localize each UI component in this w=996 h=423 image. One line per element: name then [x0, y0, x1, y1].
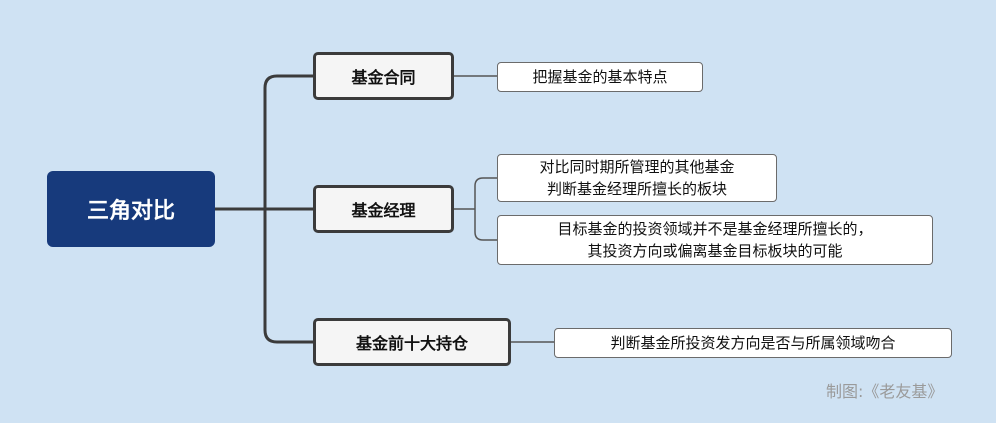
leaf-text: 判断基金所投资发方向是否与所属领域吻合	[610, 334, 896, 352]
leaf-text-line-1: 目标基金的投资领域并不是基金经理所擅长的，	[557, 220, 873, 238]
root-label: 三角对比	[86, 199, 175, 224]
branch-label: 基金前十大持仓	[355, 334, 468, 353]
branch-fund-contract[interactable]: 基金合同	[313, 52, 454, 100]
leaf-text: 把握基金的基本特点	[532, 68, 668, 86]
branch-top-ten-holdings[interactable]: 基金前十大持仓	[313, 318, 511, 366]
leaf-text-line-2: 判断基金经理所擅长的板块	[546, 180, 727, 198]
root-node[interactable]: 三角对比	[47, 171, 215, 247]
leaf-text-line-1: 对比同时期所管理的其他基金	[539, 158, 735, 176]
leaf-fund-features[interactable]: 把握基金的基本特点	[497, 62, 703, 92]
leaf-text-line-2: 其投资方向或偏离基金目标板块的可能	[587, 242, 843, 260]
watermark-credit: 制图:《老友基》	[826, 382, 944, 401]
connector-branch2-leaves	[454, 177, 497, 241]
branch-fund-manager[interactable]: 基金经理	[313, 185, 454, 233]
leaf-manager-compare[interactable]: 对比同时期所管理的其他基金 判断基金经理所擅长的板块	[497, 154, 777, 202]
leaf-holdings-direction[interactable]: 判断基金所投资发方向是否与所属领域吻合	[554, 328, 952, 358]
branch-label: 基金经理	[351, 201, 416, 220]
leaf-manager-deviation[interactable]: 目标基金的投资领域并不是基金经理所擅长的， 其投资方向或偏离基金目标板块的可能	[497, 215, 933, 265]
branch-label: 基金合同	[351, 68, 416, 87]
